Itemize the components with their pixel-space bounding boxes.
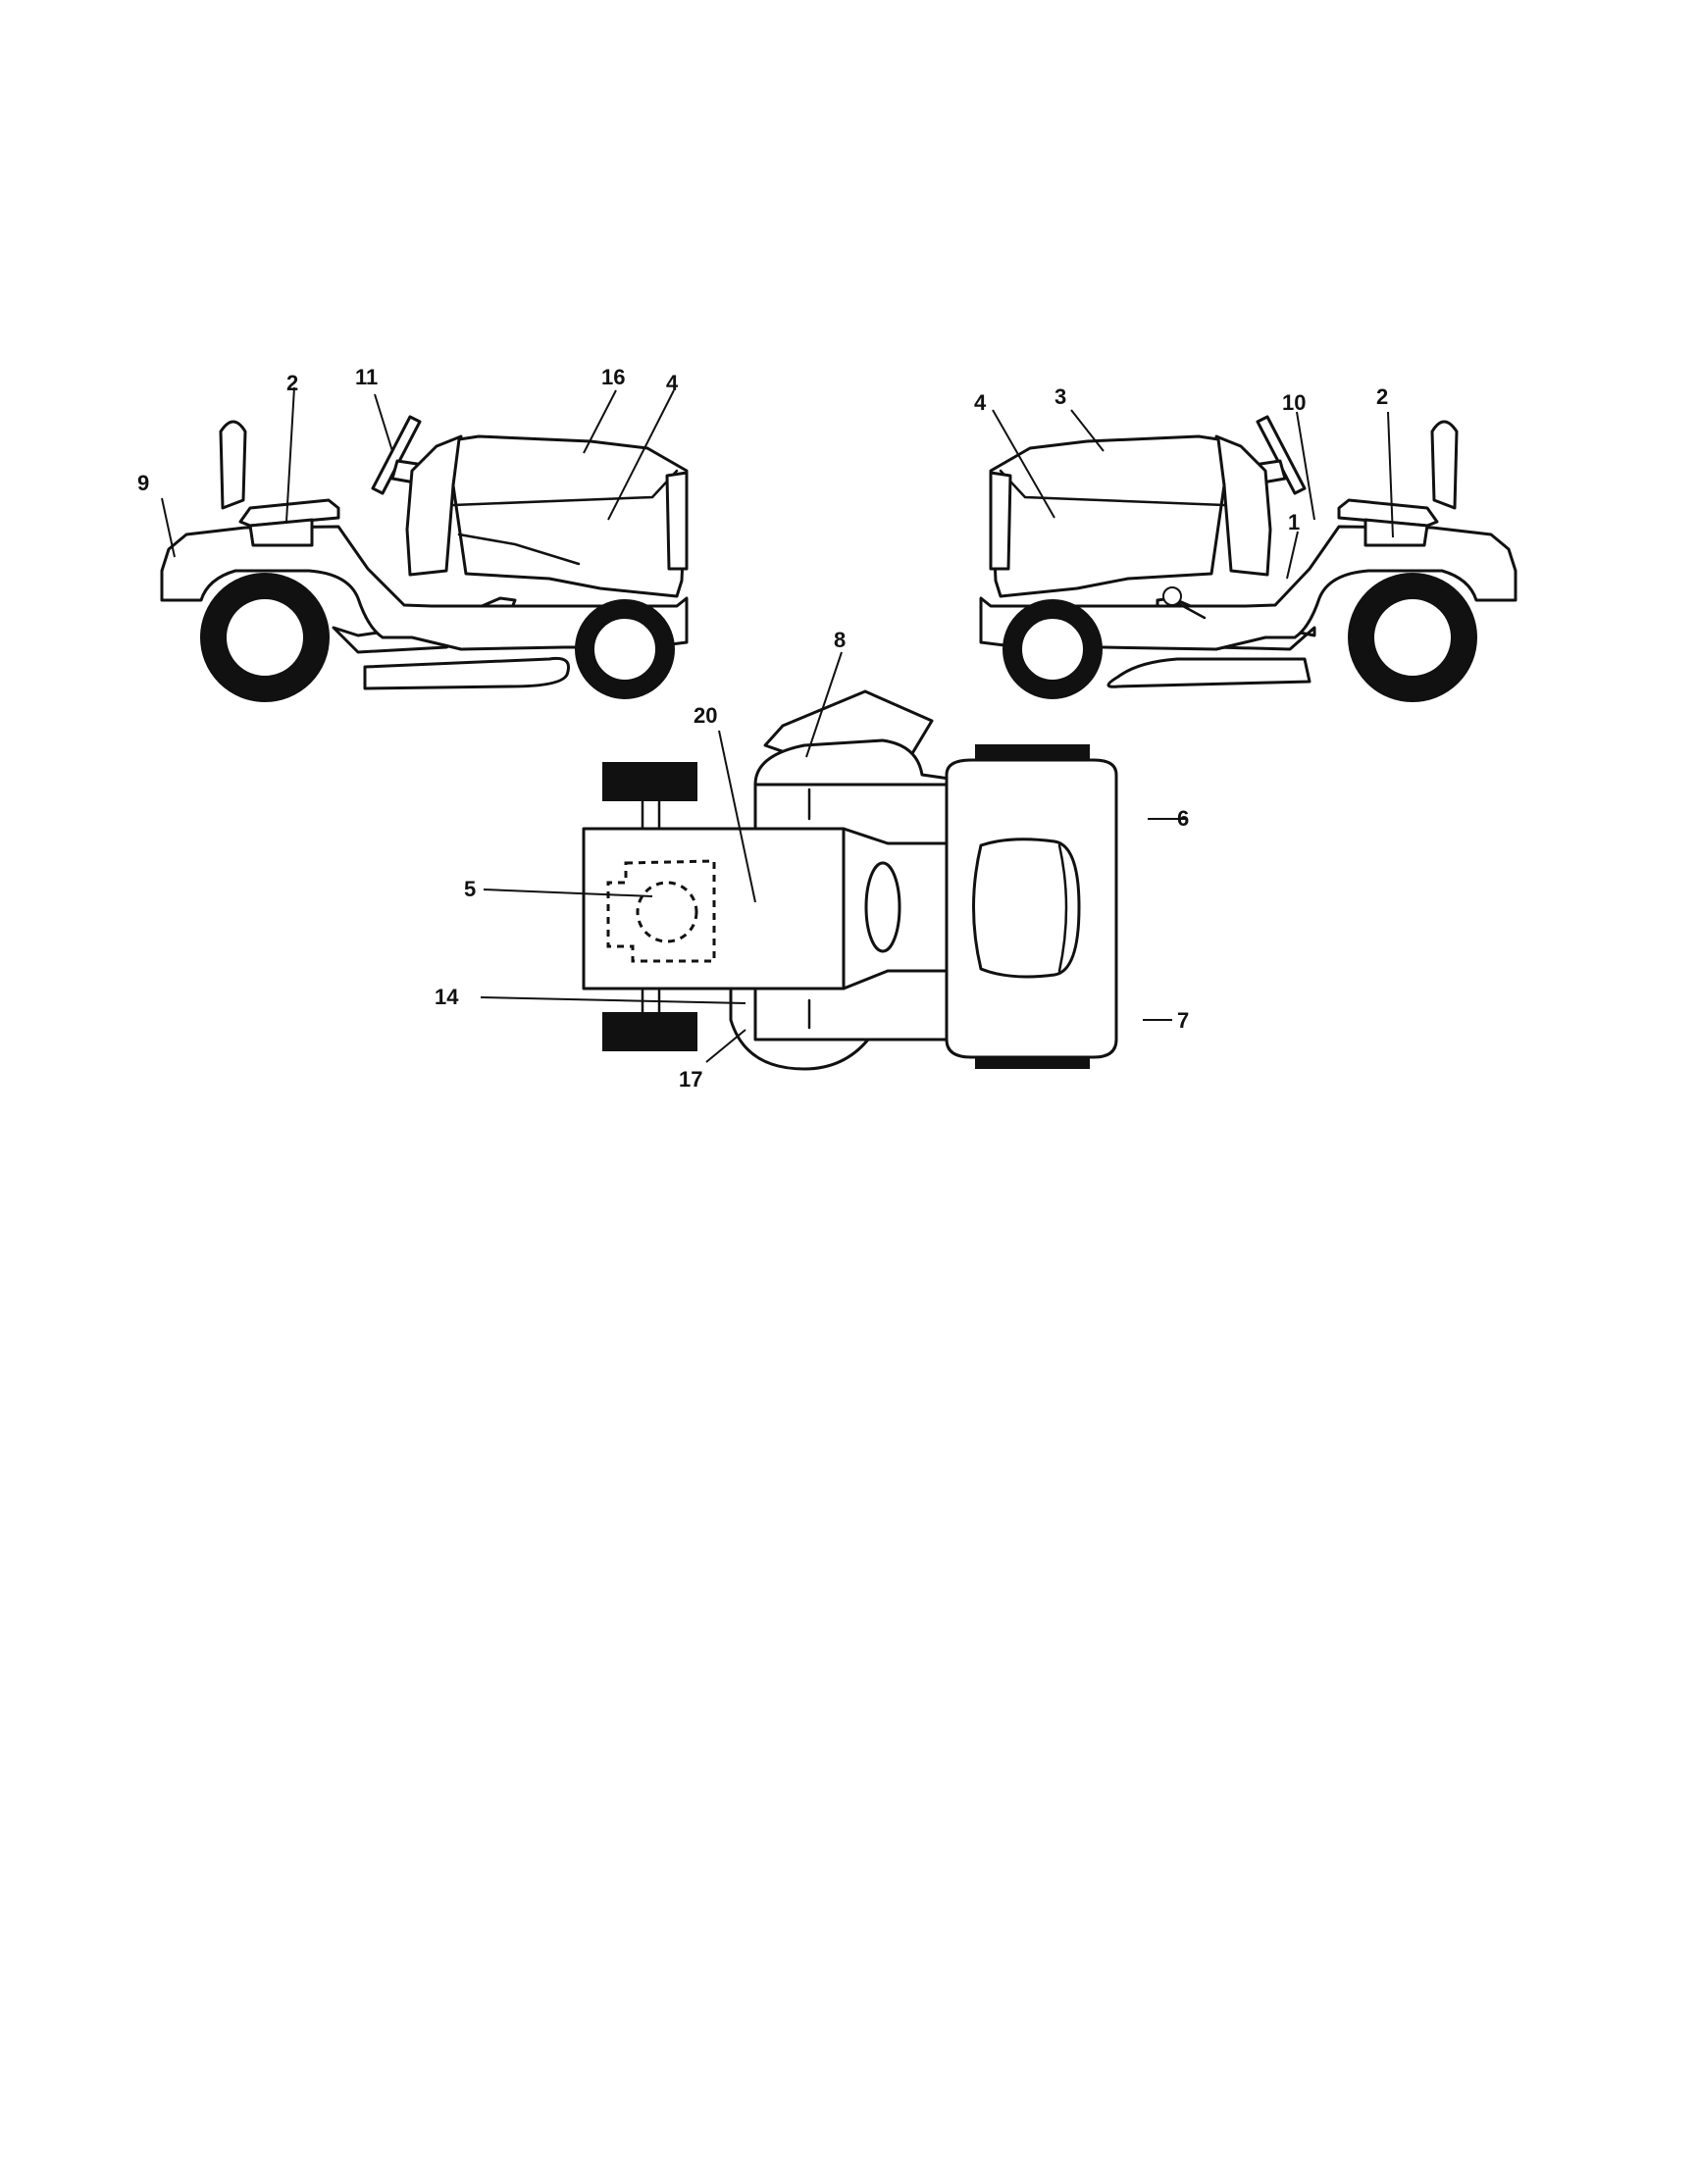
seat-post: [248, 518, 314, 547]
callout-8: 8: [834, 628, 846, 652]
callout-11: 11: [355, 365, 378, 389]
seat-top: [972, 838, 1081, 979]
callout-10: 10: [1282, 390, 1306, 415]
front-tire-bottom: [602, 1012, 697, 1051]
callout-17: 17: [679, 1067, 702, 1092]
callout-9: 9: [137, 471, 149, 495]
callout-14: 14: [435, 985, 459, 1009]
front-wheel: [575, 599, 675, 699]
engine-outline: [606, 859, 716, 963]
chassis: [979, 525, 1517, 651]
rear-wheel: [1348, 573, 1477, 702]
mower-deck: [1106, 657, 1311, 688]
rear-tire-top: [975, 744, 1090, 760]
tractor-left-side-view: [160, 415, 689, 702]
dash-tower: [1214, 434, 1272, 577]
steering-hub: [864, 861, 901, 953]
callout-4-left: 4: [666, 371, 679, 395]
callout-4-right: 4: [974, 390, 987, 415]
callout-3: 3: [1054, 384, 1066, 409]
engine-flywheel: [636, 881, 698, 943]
front-wheel: [1003, 599, 1103, 699]
seat-back: [1430, 420, 1459, 510]
tractor-right-side-view: [979, 415, 1517, 702]
leader-lines: [161, 386, 1394, 1063]
callout-7: 7: [1177, 1008, 1189, 1033]
callout-6: 6: [1177, 806, 1189, 831]
seat-back: [219, 420, 247, 510]
steering-wheel: [371, 415, 422, 495]
callout-2-left: 2: [286, 371, 298, 395]
callouts: 9 2 11 16 4 4 3 10 2 1 8 20 6 5 14 7 17: [137, 365, 1388, 1092]
seat-post: [1363, 518, 1429, 547]
grille: [665, 471, 689, 571]
callout-1: 1: [1288, 510, 1300, 534]
callout-2-right: 2: [1376, 384, 1388, 409]
rear-wheel: [200, 573, 330, 702]
front-tire-top: [602, 762, 697, 801]
hood: [989, 434, 1226, 598]
tractor-top-view: [582, 689, 1118, 1071]
dash-tower: [405, 434, 463, 577]
callout-5: 5: [464, 877, 476, 901]
mower-deck: [363, 656, 570, 690]
callout-16: 16: [601, 365, 625, 389]
grille: [989, 471, 1012, 571]
steering-wheel: [1256, 415, 1307, 495]
chassis: [160, 525, 689, 651]
hood: [451, 434, 689, 598]
hood-lower-crease: [457, 533, 581, 566]
callout-20: 20: [694, 703, 717, 728]
hood-top: [582, 827, 846, 990]
lift-lever: [1162, 586, 1207, 620]
